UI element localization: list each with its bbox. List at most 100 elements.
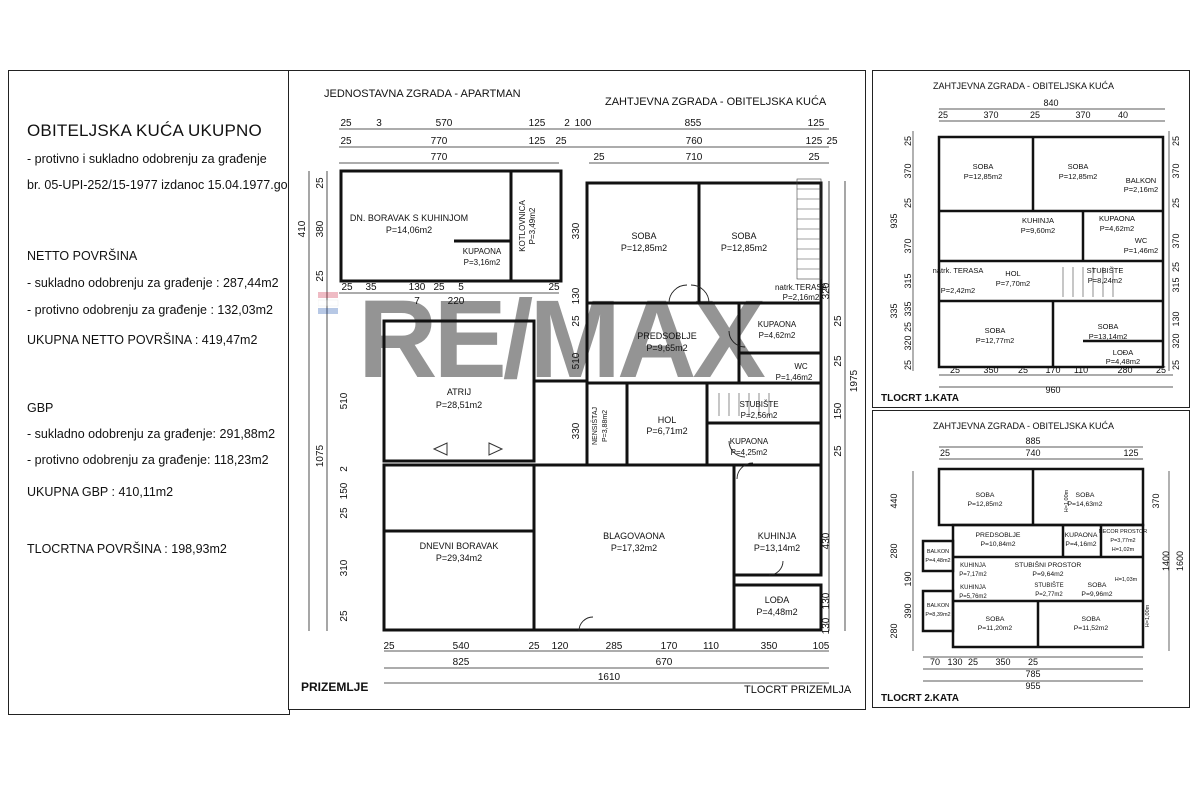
floor1-dim-left-inner: 25 [903,322,913,332]
room-area: P=2,16m2 [783,293,820,302]
floor1-dim-lines [912,108,1173,388]
summary-line-1: - protivno i sukladno odobrenju za građe… [27,152,267,166]
dim-right-4: 330 [571,422,582,439]
dim-right-0: 330 [571,222,582,239]
floor2-dim: 25 [1028,657,1038,667]
dim-top2-0: 25 [340,136,352,147]
dim-top1-4: 2 [564,118,570,129]
ground-floor-plan: JEDNOSTAVNA ZGRADA - APARTMAN ZAHTJEVNA … [288,70,866,710]
room-name: BALKON [927,549,949,555]
dim-bot1-0: 25 [383,641,395,652]
dim-bot1-1: 540 [453,641,470,652]
ground-floor-drawing: JEDNOSTAVNA ZGRADA - APARTMAN ZAHTJEVNA … [297,88,860,696]
floor1-dim-left-inner: 25 [903,198,913,208]
floor2-dim: 130 [947,657,962,667]
floor2-dim-left: 280 [889,623,899,638]
floor1-dim: 25 [1018,365,1028,375]
room-name: SOBA [631,231,656,241]
dim-bot1-7: 350 [761,641,778,652]
room-name: SOBA [1088,582,1107,589]
room-area: P=12,85m2 [1059,172,1098,181]
ground-dim-lines [308,128,846,684]
height-annotation: H=1,00m [1064,489,1070,512]
room-area: P=9,65m2 [646,343,687,353]
dim-mid-3: 25 [433,282,445,293]
dim-left-8: 25 [339,507,350,519]
room-name: KUPAONA [1099,214,1135,223]
summary-line-2: br. 05-UPI-252/15-1977 izdanoc 15.04.197… [27,178,299,192]
first-floor-drawing: ZAHTJEVNA ZGRADA - OBITELJSKA KUĆA 840 2… [881,81,1181,404]
floor1-dim: 25 [938,110,948,120]
room-name: LOĐA [1113,348,1133,357]
floor2-footer: TLOCRT 2.KATA [881,693,959,704]
dim-bot1-3: 120 [552,641,569,652]
room-area: P=12,77m2 [976,336,1015,345]
room-area: P=4,48m2 [756,607,797,617]
room-name: SOBA [976,492,995,499]
room-name: KUHINJA [758,531,797,541]
floor1-dim-left-inner: 320 [903,335,913,350]
room-area: P=5,76m2 [959,594,987,600]
room-name: WC [1135,236,1148,245]
floor1-dim-left-inner: 315 [903,273,913,288]
room-name: natrk. TERASA [933,266,984,275]
netto-total: UKUPNA NETTO POVRŠINA : 419,47m2 [27,333,258,347]
dim-right-9: 430 [821,532,832,549]
floor1-dim: 170 [1045,365,1060,375]
floor1-walls [937,135,1165,369]
floor2-dim-right: 1400 [1161,551,1171,571]
dim-mid-5: 25 [548,282,560,293]
netto-protivno: - protivno odobrenju za građenje : 132,0… [27,303,273,317]
dim-top2-6: 25 [826,136,838,147]
room-area: P=4,62m2 [1100,224,1134,233]
tlocrtna-povrsina: TLOCRTNA POVRŠINA : 198,93m2 [27,542,227,556]
gbp-protivno: - protivno odobrenju za građenje: 118,23… [27,453,269,467]
floor2-dim-total: 955 [1025,681,1040,691]
room-area: P=4,48m2 [925,558,950,564]
dim-bot1-4: 285 [606,641,623,652]
dim-right-8: 130 [821,592,832,609]
room-area: P=3,88m2 [602,410,609,442]
floor1-dim-right: 25 [1171,198,1181,208]
floor1-dim-left-inner: 370 [903,163,913,178]
room-name: SOBA [973,162,994,171]
room-area: P=4,48m2 [1106,357,1140,366]
room-name: STUBIŠTE [1087,266,1124,275]
room-area: P=8,24m2 [1088,276,1122,285]
first-floor-plan: ZAHTJEVNA ZGRADA - OBITELJSKA KUĆA 840 2… [872,70,1190,408]
dim-right-10: 130 [821,617,832,634]
room-area: P=1,46m2 [776,373,813,382]
dim-mid-2: 130 [409,282,426,293]
floor1-dim: 25 [950,365,960,375]
ground-stairs [718,178,822,416]
room-name: SOBA [985,326,1006,335]
floor2-walls [921,467,1145,649]
dim-top1-1: 3 [376,118,382,129]
floor2-dim: 25 [940,448,950,458]
dim-left-9: 310 [339,559,350,576]
height-annotation: H=1,03m [1115,577,1138,583]
room-area: P=4,25m2 [731,448,768,457]
dim-left-3: 25 [315,270,326,282]
dim-top2-2: 125 [529,136,546,147]
room-area: P=14,06m2 [386,225,432,235]
floor2-header: ZAHTJEVNA ZGRADA - OBITELJSKA KUĆA [933,421,1114,431]
room-area: P=28,51m2 [436,400,482,410]
dim-bot2-1: 670 [656,657,673,668]
dim-bot1-2: 25 [528,641,540,652]
room-name: STUBIŠNI PROSTOR [1015,560,1082,569]
room-name: BALKON [927,603,949,609]
floor1-dim-right: 130 [1171,311,1181,326]
room-area: P=6,71m2 [646,426,687,436]
room-name: KUHINJA [960,585,986,591]
dim-top3-0: 770 [431,152,448,163]
room-name: STUBIŠTE [1034,582,1063,589]
dim-top1-3: 125 [529,118,546,129]
room-name: ATRIJ [447,387,471,397]
dim-top1-5: 100 [575,118,592,129]
room-area: P=2,42m2 [941,286,975,295]
floor1-dim-right: 370 [1171,163,1181,178]
dim-bot2-0: 825 [453,657,470,668]
dim-mid-7: 220 [448,296,465,307]
room-name: HOL [1005,269,1020,278]
